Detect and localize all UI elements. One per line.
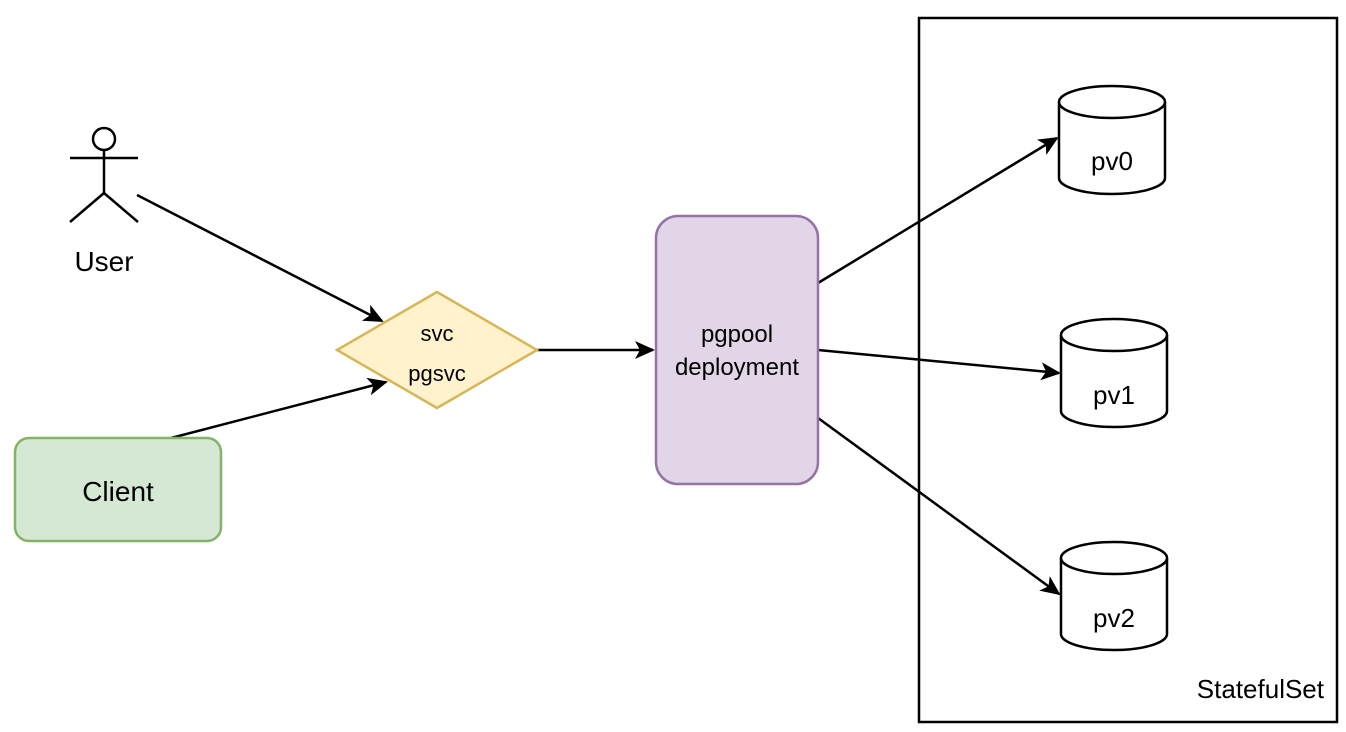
statefulset-label: StatefulSet	[1197, 674, 1325, 704]
service-node[interactable]: svc pgsvc	[334, 290, 540, 410]
edge-pgpool-to-pv0	[817, 136, 1059, 285]
service-diamond	[334, 290, 540, 410]
edges	[136, 136, 1061, 596]
user-label: User	[74, 246, 133, 277]
edge-pgpool-to-pv1	[817, 348, 1061, 381]
pv2-node[interactable]: pv2	[1059, 540, 1169, 652]
client-node[interactable]: Client	[13, 436, 223, 543]
user-icon	[69, 126, 139, 223]
pv2-cylinder-icon	[1059, 540, 1169, 652]
pv1-node[interactable]: pv1	[1059, 317, 1169, 429]
client-box	[13, 436, 223, 543]
pv2-label: pv2	[1093, 603, 1135, 633]
statefulset-container: StatefulSet	[917, 16, 1339, 724]
service-type-label: svc	[421, 321, 454, 346]
pgpool-node[interactable]: pgpool deployment	[654, 214, 820, 486]
pgpool-box	[654, 214, 820, 486]
edge-user-to-service	[136, 193, 384, 323]
pv1-cylinder-icon	[1059, 317, 1169, 429]
statefulset-border	[917, 16, 1339, 724]
edge-pgpool-to-pv2	[817, 416, 1061, 596]
pgpool-type-label: deployment	[675, 354, 799, 381]
pv1-label: pv1	[1093, 380, 1135, 410]
pv0-cylinder-icon	[1057, 84, 1167, 196]
pv0-label: pv0	[1091, 146, 1133, 176]
user-actor[interactable]: User	[69, 126, 139, 277]
client-label: Client	[82, 476, 154, 507]
pgpool-name-label: pgpool	[701, 321, 773, 348]
service-name-label: pgsvc	[408, 361, 465, 386]
pv0-node[interactable]: pv0	[1057, 84, 1167, 196]
edge-client-to-service	[170, 377, 388, 440]
